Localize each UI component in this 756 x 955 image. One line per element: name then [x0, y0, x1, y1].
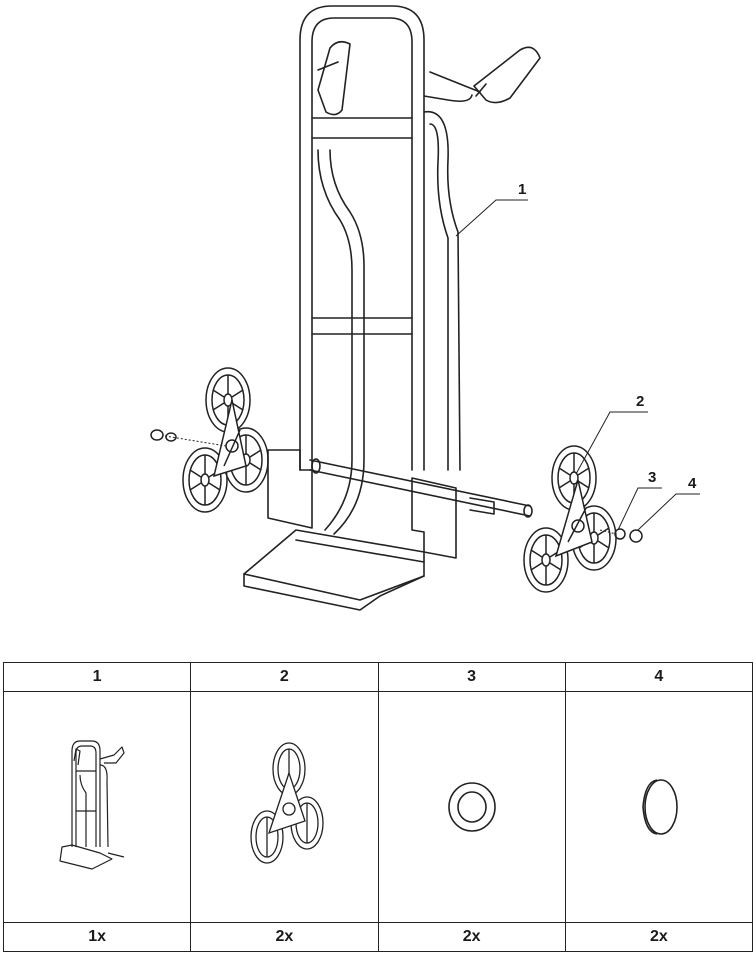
quantity-cell-2: 2x: [191, 923, 379, 951]
part-quantity: 2x: [462, 928, 481, 945]
tri-star-wheel-icon: [250, 742, 325, 864]
right-wheel-assembly: [523, 445, 643, 593]
part-image-cell-3: [379, 691, 566, 923]
parts-table-images: [4, 691, 752, 923]
part-image-cell-4: [566, 691, 752, 923]
part-quantity: 2x: [649, 928, 668, 945]
parts-table-quantities: 1x 2x 2x 2x: [4, 922, 752, 951]
quantity-cell-1: 1x: [4, 923, 192, 951]
quantity-cell-4: 2x: [566, 923, 752, 951]
callout-4: 4: [688, 475, 697, 492]
header-cell-2: 2: [191, 663, 379, 691]
hand-truck-frame: [243, 5, 541, 611]
washer-icon: [447, 782, 496, 832]
washer-part: [614, 528, 626, 540]
part-number: 2: [279, 668, 289, 685]
assembly-diagram: 1 2 3 4: [150, 5, 700, 611]
callout-3: 3: [648, 469, 656, 486]
callout-1: 1: [518, 181, 526, 198]
parts-table: 1 2 3 4: [3, 662, 753, 952]
part-number: 3: [467, 668, 477, 685]
header-cell-3: 3: [379, 663, 566, 691]
part-image-cell-2: [191, 691, 379, 923]
part-number: 1: [92, 668, 102, 685]
quantity-cell-3: 2x: [379, 923, 566, 951]
axle-cap-icon: [642, 779, 678, 835]
part-quantity: 1x: [88, 928, 107, 945]
callout-2: 2: [636, 393, 644, 410]
parts-table-header: 1 2 3 4: [4, 663, 752, 692]
part-image-cell-1: [4, 691, 192, 923]
header-cell-1: 1: [4, 663, 192, 691]
left-wheel-assembly: [150, 367, 269, 513]
callout-leaders: [455, 199, 700, 531]
part-quantity: 2x: [275, 928, 294, 945]
hand-truck-frame-icon: [59, 740, 125, 870]
axle-cap-part: [629, 529, 643, 543]
header-cell-4: 4: [566, 663, 752, 691]
part-number: 4: [654, 668, 664, 685]
